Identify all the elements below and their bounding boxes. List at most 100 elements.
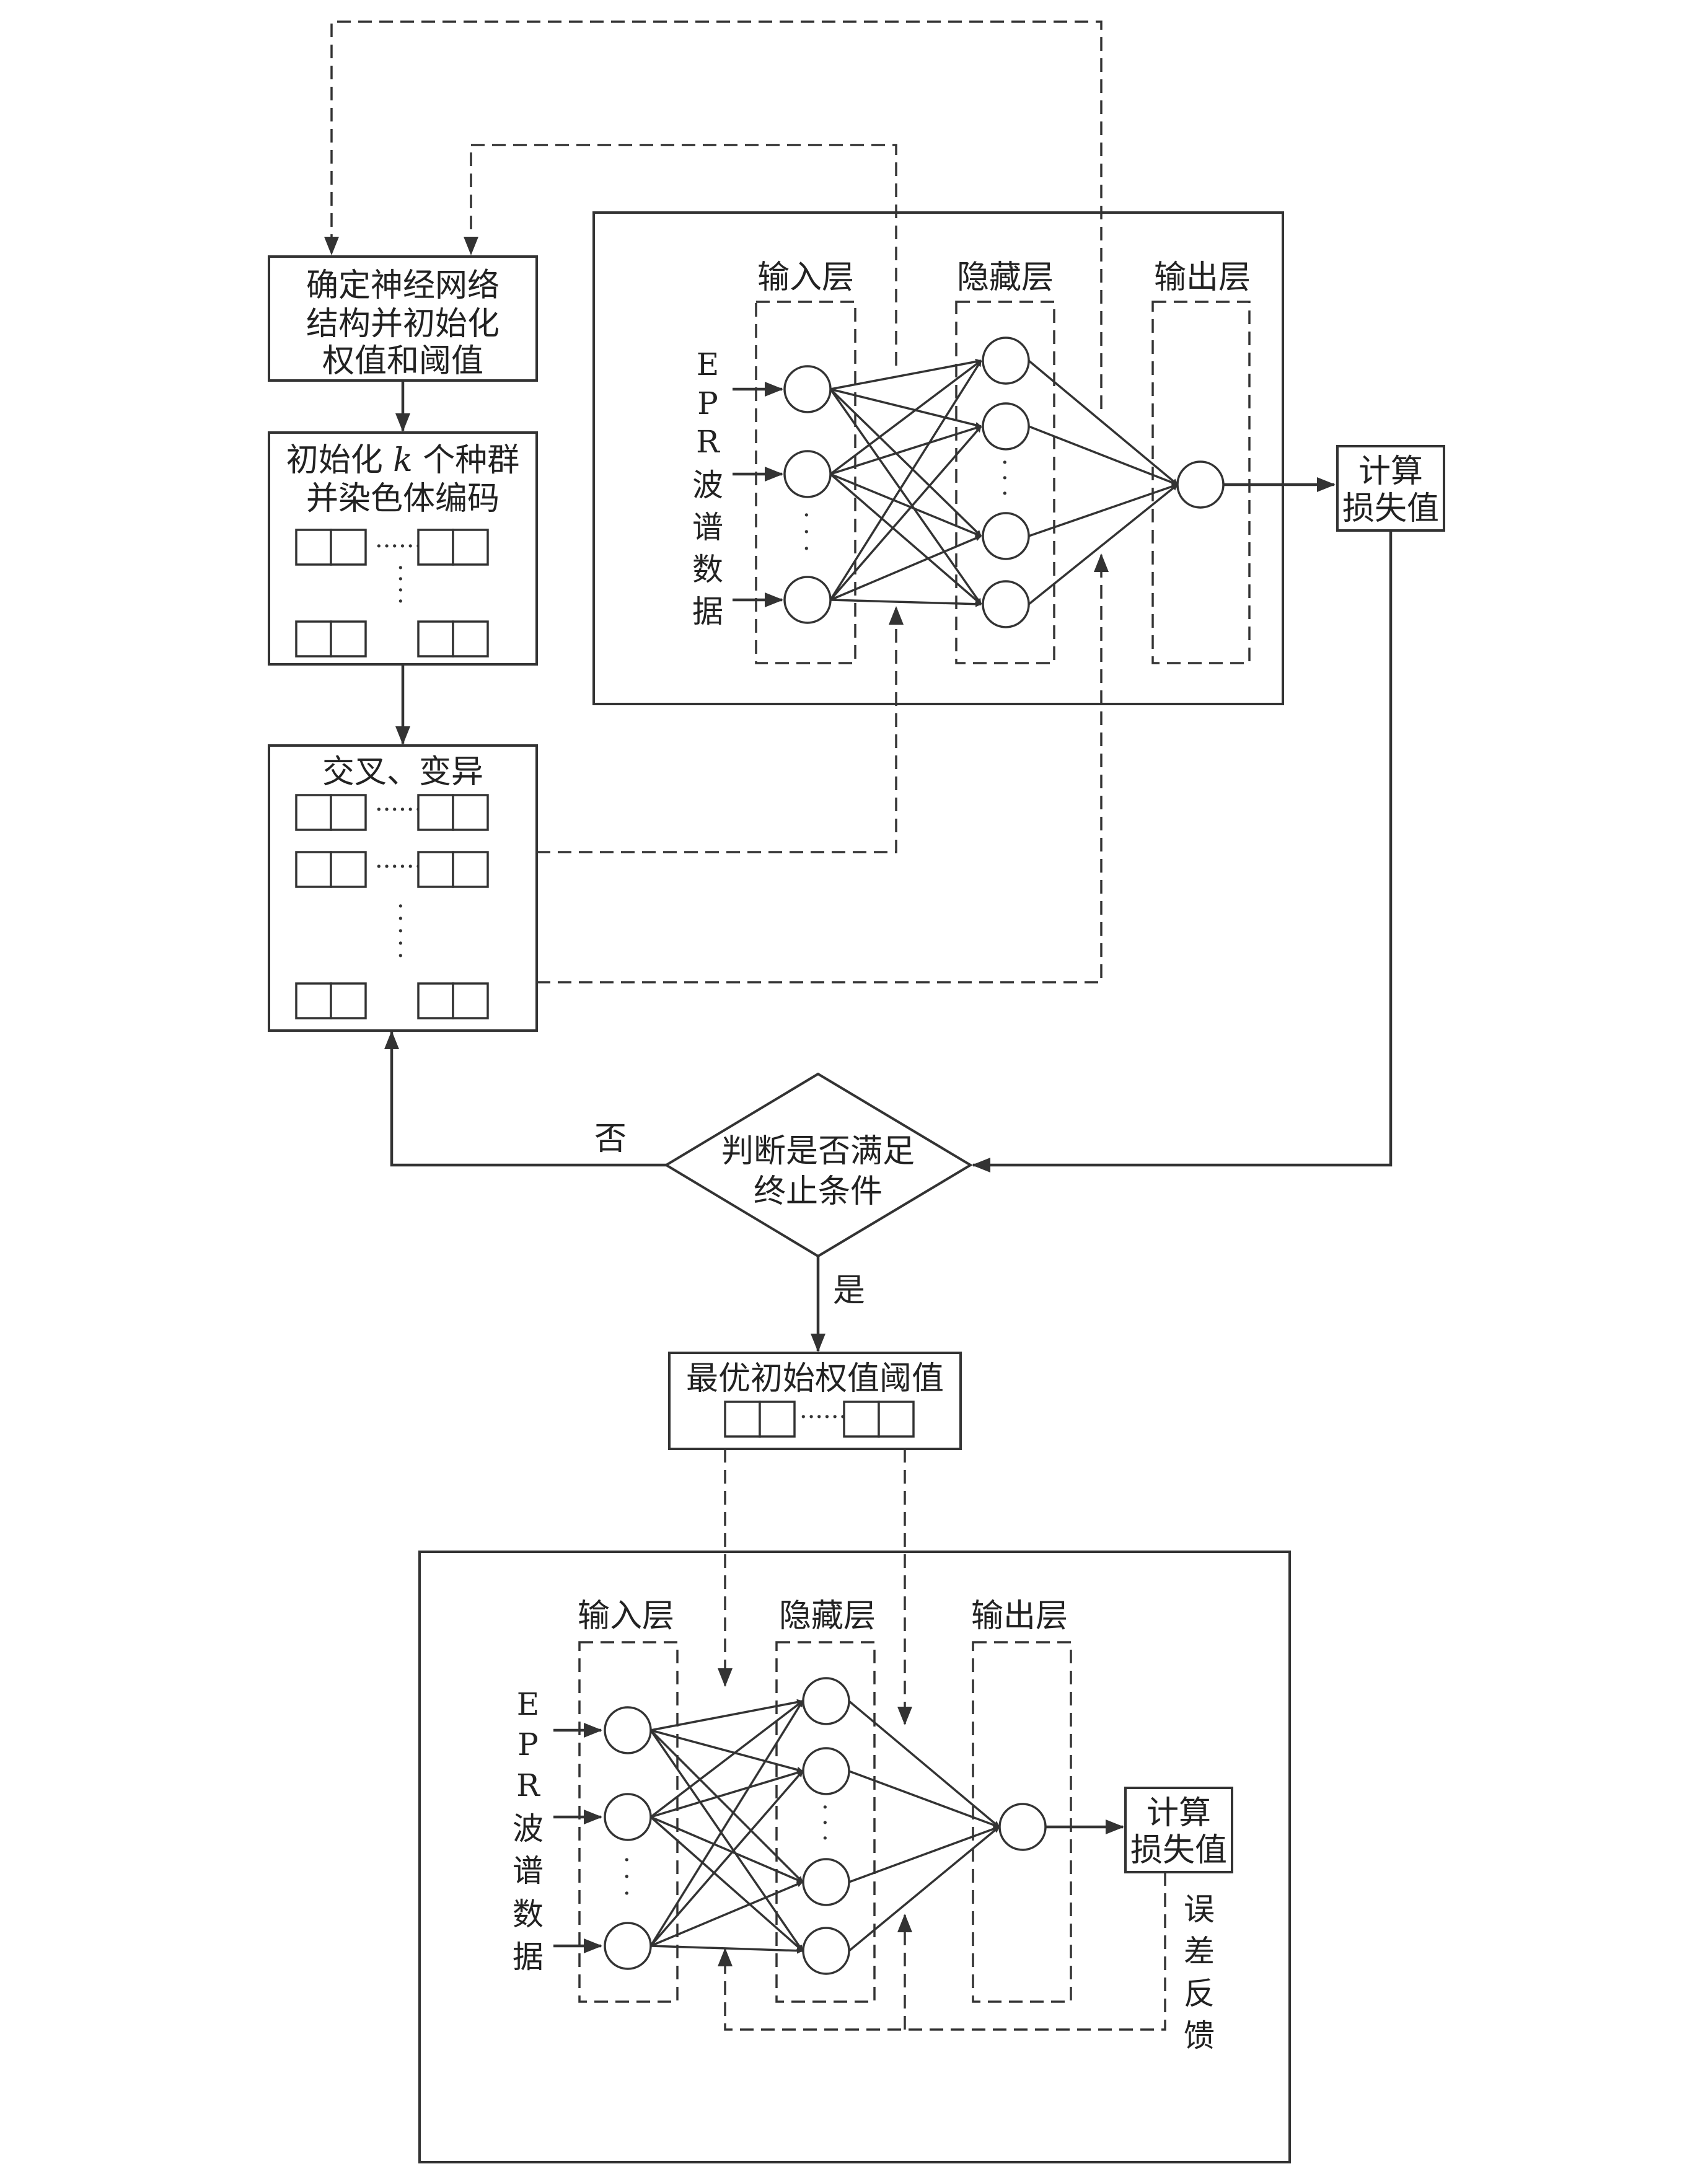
svg-text:·: ·	[623, 1880, 631, 1908]
top-input-data-label: E P R 波 谱 数 据	[692, 346, 723, 630]
svg-text:·: ·	[821, 1793, 829, 1822]
svg-text:最优初始权值阈值: 最优初始权值阈值	[686, 1360, 944, 1397]
chromosome-row: ······	[295, 529, 489, 566]
dashed-crossover-to-weights	[537, 606, 904, 853]
svg-text:·: ·	[397, 942, 405, 970]
bottom-network-panel: 输入层 隐藏层 输出层 E P R 波 谱 数 据	[418, 1551, 1291, 2163]
init-population-line-2: 并染色体编码	[306, 480, 500, 517]
svg-text:判断是否满足: 判断是否满足	[721, 1133, 915, 1170]
bottom-input-node	[604, 1706, 652, 1754]
svg-text:·: ·	[803, 501, 811, 530]
bottom-hidden-node	[802, 1747, 850, 1795]
svg-text:馈: 馈	[1184, 2018, 1215, 2054]
yes-label: 是	[833, 1272, 865, 1309]
svg-text:数: 数	[692, 552, 723, 587]
init-structure-box: 确定神经网络 结构并初始化 权值和阈值	[268, 255, 538, 382]
bottom-output-node	[998, 1803, 1047, 1851]
svg-text:损失值: 损失值	[1342, 490, 1439, 527]
crossover-mutation-label: 交叉、变异	[322, 754, 483, 791]
svg-text:·: ·	[623, 1863, 631, 1891]
no-label: 否	[594, 1120, 627, 1158]
svg-text:·: ·	[1001, 449, 1009, 477]
svg-text:波: 波	[513, 1811, 544, 1847]
error-feedback-label: 误 差 反 馈	[1184, 1891, 1215, 2054]
dashed-feedback-outer	[324, 20, 1103, 409]
svg-text:计算: 计算	[1358, 453, 1423, 490]
chromosome-row: ······	[295, 794, 489, 831]
svg-text:计算: 计算	[1147, 1795, 1211, 1832]
svg-text:反: 反	[1184, 1976, 1215, 2012]
top-input-node	[783, 576, 832, 624]
svg-text:·: ·	[1001, 480, 1009, 508]
init-structure-line-3: 权值和阈值	[322, 343, 483, 380]
bottom-hidden-node	[802, 1677, 850, 1725]
init-structure-line-2: 结构并初始化	[306, 306, 500, 343]
svg-text:R: R	[696, 424, 720, 460]
svg-text:谱: 谱	[513, 1853, 544, 1889]
svg-text:数: 数	[513, 1896, 544, 1932]
svg-text:波: 波	[692, 467, 723, 503]
arrow-no-back-to-crossover	[384, 1031, 666, 1167]
top-hidden-node	[982, 512, 1030, 560]
top-connections	[829, 358, 1179, 607]
bottom-hidden-node	[802, 1858, 850, 1906]
svg-text:······: ······	[375, 796, 422, 824]
chromosome-row	[295, 620, 489, 658]
svg-text:·: ·	[397, 930, 405, 958]
termination-decision: 判断是否满足 终止条件	[664, 1072, 973, 1258]
arrow-loss-to-decision	[972, 530, 1393, 1172]
bottom-connections	[649, 1699, 1000, 1954]
svg-text:E: E	[697, 346, 720, 382]
bottom-hidden-node	[802, 1927, 850, 1975]
top-hidden-node	[982, 580, 1030, 628]
optimal-weights-box: 最优初始权值阈值 ······	[668, 1352, 962, 1450]
svg-text:·: ·	[1001, 464, 1009, 493]
init-population-line-1: 初始化 k 个种群	[286, 442, 520, 479]
svg-text:·: ·	[397, 905, 405, 933]
dashed-crossover-to-thresholds	[537, 553, 1109, 983]
svg-text:·: ·	[623, 1846, 631, 1875]
top-output-layer-label: 输出层	[1154, 259, 1251, 296]
bottom-input-data-label: E P R 波 谱 数 据	[513, 1686, 544, 1975]
crossover-mutation-box: 交叉、变异 ······ ······ ·····	[268, 744, 538, 1032]
svg-text:终止条件: 终止条件	[754, 1173, 883, 1210]
top-output-node	[1176, 460, 1225, 509]
svg-text:······: ······	[799, 1403, 847, 1432]
svg-text:谱: 谱	[692, 509, 723, 545]
top-loss-box: 计算 损失值	[1336, 445, 1445, 532]
bottom-loss-box: 计算 损失值	[1124, 1787, 1233, 1873]
top-hidden-node	[982, 337, 1030, 385]
top-input-layer-label: 输入层	[757, 259, 854, 296]
svg-text:损失值: 损失值	[1130, 1832, 1227, 1869]
dashed-feedback-inner	[464, 144, 897, 366]
svg-text:·: ·	[397, 576, 405, 605]
svg-text:·: ·	[397, 554, 405, 583]
top-hidden-layer-label: 隐藏层	[957, 259, 1054, 296]
bottom-input-node	[604, 1922, 652, 1970]
svg-text:据: 据	[692, 594, 723, 630]
svg-text:P: P	[517, 1727, 539, 1762]
svg-text:差: 差	[1184, 1934, 1215, 1969]
init-population-box: 初始化 k 个种群 并染色体编码 ······ ····	[268, 431, 538, 666]
svg-text:·: ·	[397, 565, 405, 594]
svg-text:·: ·	[397, 917, 405, 946]
top-input-node	[783, 450, 832, 498]
svg-text:······: ······	[375, 853, 422, 881]
top-network-panel: 输入层 隐藏层 输出层 E P R 波 谱 数 据	[592, 211, 1284, 705]
top-hidden-node	[982, 402, 1030, 451]
svg-text:误: 误	[1184, 1891, 1215, 1927]
svg-text:P: P	[697, 385, 718, 421]
init-structure-line-1: 确定神经网络	[306, 267, 500, 304]
dashed-error-feedback	[718, 1872, 1166, 2031]
svg-text:R: R	[516, 1767, 540, 1803]
bottom-input-layer-label: 输入层	[578, 1598, 674, 1635]
bottom-hidden-layer-label: 隐藏层	[779, 1598, 876, 1635]
bottom-output-layer-label: 输出层	[971, 1598, 1068, 1635]
svg-text:······: ······	[375, 532, 422, 561]
svg-text:·: ·	[397, 587, 405, 616]
chromosome-row: ······	[295, 851, 489, 888]
svg-text:·: ·	[397, 892, 405, 921]
chromosome-row	[295, 982, 489, 1019]
svg-text:据: 据	[513, 1939, 544, 1975]
